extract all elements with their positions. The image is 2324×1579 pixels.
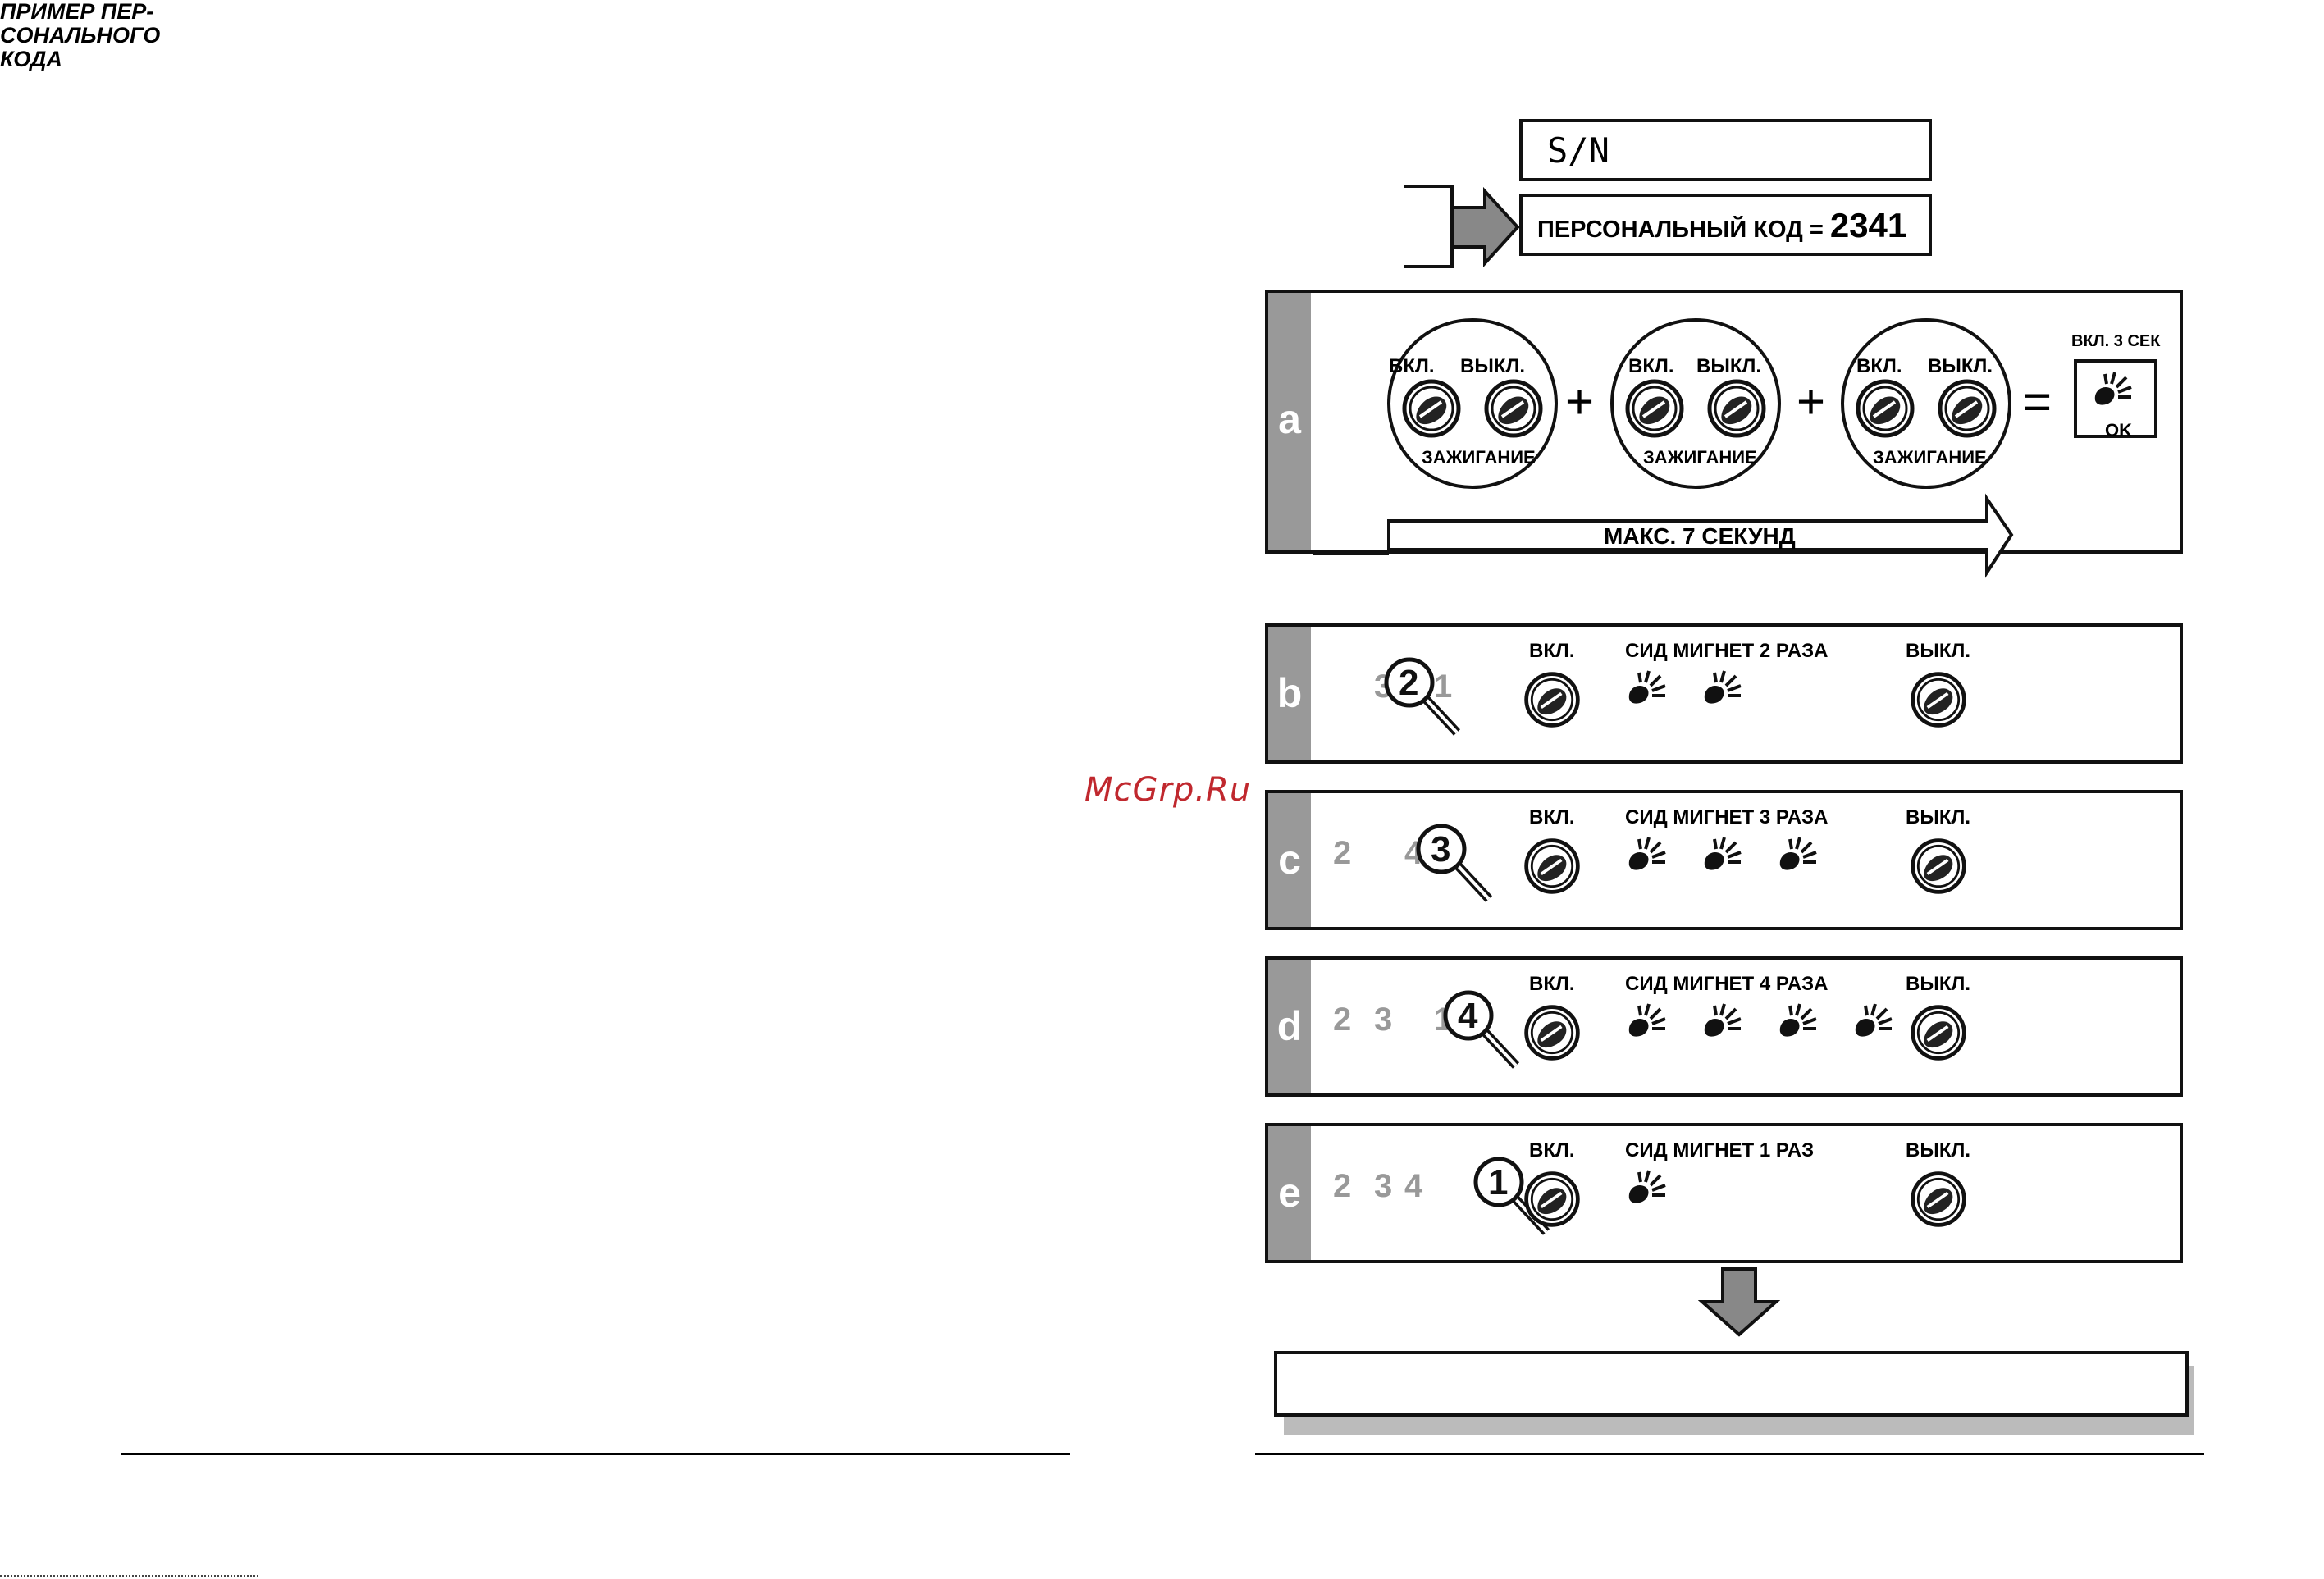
step-a-max-time: МАКС. 7 СЕКУНД — [1604, 523, 1796, 549]
step-a-equals: = — [2023, 374, 2052, 429]
led-blink-icon — [1704, 1003, 1742, 1037]
led-blink-icon — [1704, 670, 1742, 704]
step-a-diagram — [1313, 318, 2157, 578]
ignition-on-key-icon — [1524, 1171, 1580, 1227]
step-e-digit: 4 — [1404, 1168, 1423, 1204]
step-c-tab: c — [1268, 793, 1311, 927]
ignition-off-key-icon — [1911, 1005, 1966, 1061]
step-d-digit: 3 — [1374, 1002, 1393, 1038]
step-c-graphics — [1416, 824, 1966, 902]
step-a-off-3: ВЫКЛ. — [1928, 355, 1993, 377]
step-a-plus-2: + — [1797, 374, 1826, 429]
step-e-digit: 2 — [1333, 1168, 1352, 1204]
step-c-panel: c — [1265, 790, 2183, 930]
step-a-on-1: ВКЛ. — [1389, 355, 1435, 377]
step-a-ignition-2: ЗАЖИГАНИЕ — [1643, 447, 1757, 468]
step-a-ignition-1: ЗАЖИГАНИЕ — [1422, 447, 1536, 468]
step-a-off-2: ВЫКЛ. — [1696, 355, 1761, 377]
watermark: McGrp.Ru — [1084, 771, 1252, 809]
ignition-off-key-icon — [1911, 838, 1966, 894]
step-e-graphics — [1473, 1157, 1966, 1235]
left-page-rule — [121, 1453, 1070, 1455]
step-a-plus-1: + — [1565, 374, 1595, 429]
ignition-off-key-icon — [1911, 1171, 1966, 1227]
step-e-active-digit: 1 — [1488, 1162, 1509, 1203]
step-b-letter: b — [1276, 670, 1303, 716]
right-page-rule — [1255, 1453, 2204, 1455]
led-blink-icon — [1628, 1170, 1666, 1203]
personal-code-box: ПЕРСОНАЛЬНЫЙ КОД = 2341 — [1519, 194, 1932, 256]
step-a-on-3: ВКЛ. — [1856, 355, 1902, 377]
step-a-ignition-3: ЗАЖИГАНИЕ — [1873, 447, 1987, 468]
step-d-tab: d — [1268, 960, 1311, 1093]
final-box — [1274, 1351, 2189, 1417]
ignition-on-key-icon — [1524, 1005, 1580, 1061]
step-a-letter: a — [1278, 396, 1301, 442]
step-e-on-label: ВКЛ. — [1529, 1139, 1575, 1161]
step-c-letter: c — [1278, 837, 1301, 883]
step-d-on-label: ВКЛ. — [1529, 973, 1575, 995]
ignition-off-key-icon — [1911, 672, 1966, 728]
step-b-digit: 1 — [1434, 669, 1453, 705]
step-c-led-label: СИД МИГНЕТ 3 РАЗА — [1625, 806, 1829, 828]
example-bracket-arrow — [1404, 185, 1520, 268]
step-a-tab: a — [1268, 293, 1311, 550]
step-d-digit: 2 — [1333, 1002, 1352, 1038]
step-d-led-label: СИД МИГНЕТ 4 РАЗА — [1625, 973, 1829, 995]
step-d-active-digit: 4 — [1458, 996, 1478, 1036]
example-label: ПРИМЕР ПЕР- СОНАЛЬНОГО КОДА — [0, 0, 197, 71]
ignition-on-key-icon — [1524, 838, 1580, 894]
step-c-digit: 2 — [1333, 835, 1352, 871]
step-b-off-label: ВЫКЛ. — [1906, 640, 1970, 662]
magnifier-icon — [1443, 990, 1520, 1069]
step-e-tab: e — [1268, 1126, 1311, 1260]
step-b-tab: b — [1268, 627, 1311, 760]
led-blink-icon — [1628, 837, 1666, 870]
example-line-2: СОНАЛЬНОГО — [0, 23, 161, 48]
step-e-panel: e — [1265, 1123, 2183, 1263]
magnifier-icon — [1384, 657, 1461, 736]
step-c-active-digit: 3 — [1431, 829, 1451, 869]
led-blink-icon — [1779, 1003, 1817, 1037]
magnifier-icon — [1416, 824, 1493, 902]
step-b-active-digit: 2 — [1399, 663, 1419, 703]
step-b-graphics — [1384, 657, 1966, 736]
led-blink-icon — [1628, 1003, 1666, 1037]
led-blink-icon — [1855, 1003, 1893, 1037]
led-blink-icon — [1704, 837, 1742, 870]
ignition-on-key-icon — [1524, 672, 1580, 728]
step-d-letter: d — [1276, 1003, 1303, 1049]
step-e-off-label: ВЫКЛ. — [1906, 1139, 1970, 1161]
step-e-led-label: СИД МИГНЕТ 1 РАЗ — [1625, 1139, 1815, 1161]
step-a-ok: OK — [2105, 420, 2132, 440]
step-d-panel: d — [1265, 956, 2183, 1097]
ignition-off-key-icon — [1486, 381, 1541, 436]
personal-code-value: 2341 — [1829, 206, 1907, 244]
ignition-on-key-icon — [1404, 381, 1459, 436]
footnote-rule — [0, 1575, 258, 1577]
step-b-on-label: ВКЛ. — [1529, 640, 1575, 662]
example-line-3: КОДА — [0, 47, 62, 71]
step-a-result-label: ВКЛ. 3 СЕК — [2071, 332, 2161, 350]
step-e-digit: 3 — [1374, 1168, 1393, 1204]
step-c-on-label: ВКЛ. — [1529, 806, 1575, 828]
step-c-off-label: ВЫКЛ. — [1906, 806, 1970, 828]
personal-code-label: ПЕРСОНАЛЬНЫЙ КОД = — [1537, 217, 1824, 243]
step-a-on-2: ВКЛ. — [1628, 355, 1674, 377]
step-e-letter: e — [1278, 1170, 1301, 1216]
down-arrow-icon — [1698, 1267, 1780, 1337]
step-a-off-1: ВЫКЛ. — [1460, 355, 1525, 377]
example-line-1: ПРИМЕР ПЕР- — [0, 0, 154, 24]
led-blink-icon — [1779, 837, 1817, 870]
serial-number-box: S/N — [1519, 119, 1932, 181]
led-blink-icon — [1628, 670, 1666, 704]
step-d-off-label: ВЫКЛ. — [1906, 973, 1970, 995]
step-d-graphics — [1443, 990, 1966, 1069]
step-b-led-label: СИД МИГНЕТ 2 РАЗА — [1625, 640, 1829, 662]
